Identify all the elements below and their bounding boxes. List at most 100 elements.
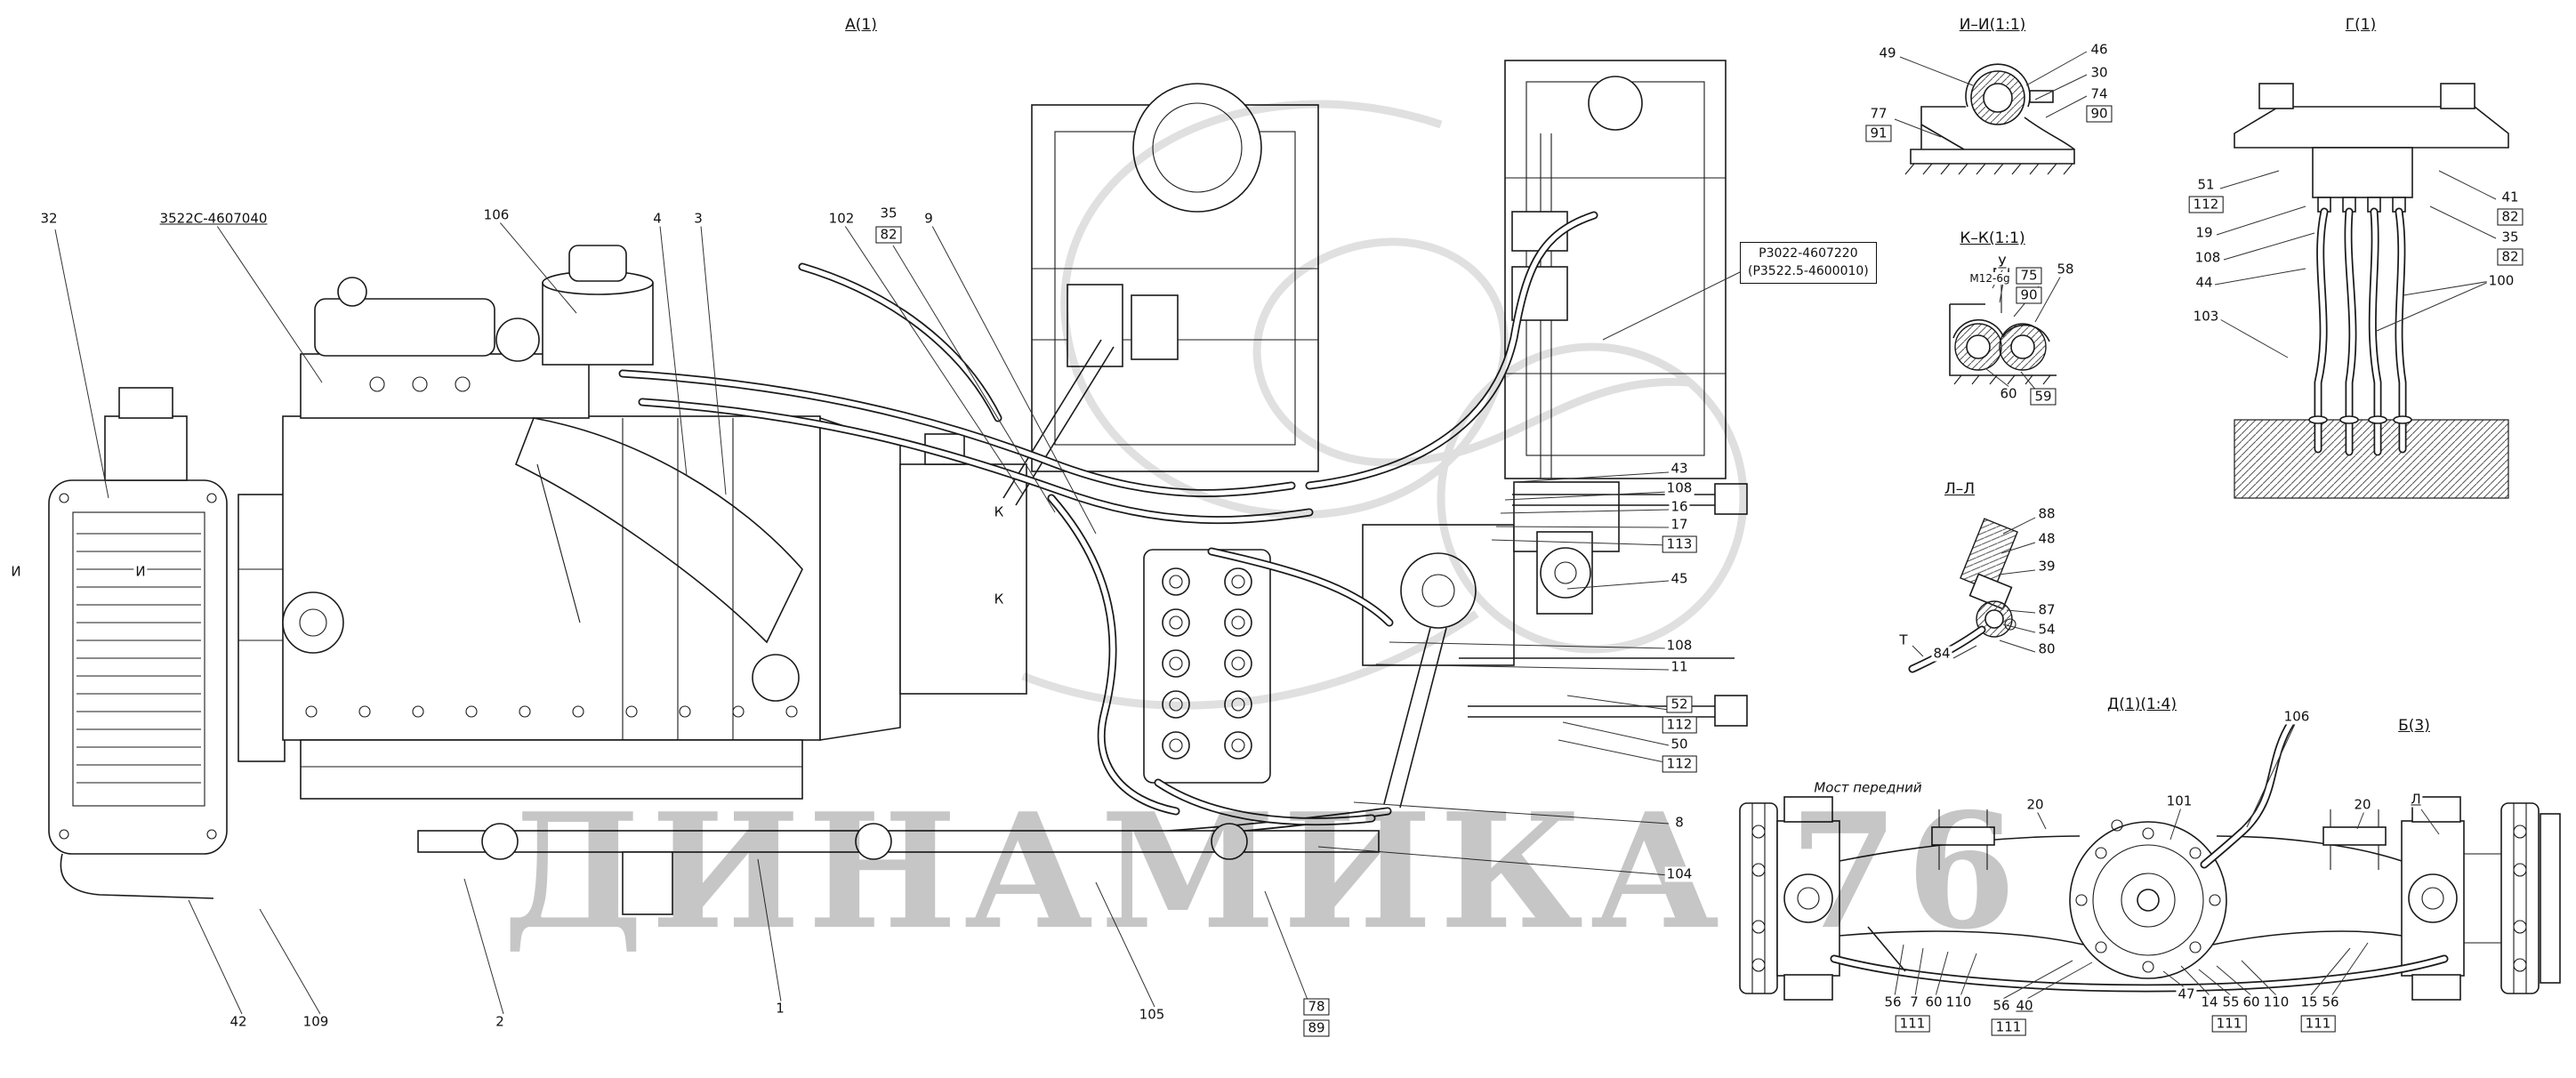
callout-87: 87 <box>2036 601 2057 618</box>
callout-84: 84 <box>1931 645 1952 662</box>
callout-90: 90 <box>2016 286 2042 304</box>
callout-2: 2 <box>494 1013 506 1030</box>
callout-47: 47 <box>2176 985 2197 1002</box>
callout-К: К <box>992 503 1006 520</box>
part-reference-box: Р3022-4607220 (Р3522.5-4600010) <box>1740 242 1877 285</box>
view-title-ll: Л–Л <box>1941 480 1978 498</box>
callout-111: 111 <box>2211 1015 2247 1033</box>
callout-4: 4 <box>651 210 664 227</box>
callout-101: 101 <box>2164 792 2194 809</box>
callout-74: 74 <box>2089 85 2110 102</box>
callout-20: 20 <box>2352 796 2373 813</box>
callout-106: 106 <box>2282 708 2312 725</box>
callout-100: 100 <box>2486 272 2516 289</box>
view-title-main: А(1) <box>842 16 880 34</box>
callout-40: 40 <box>2014 997 2035 1014</box>
callout-112: 112 <box>2188 196 2224 213</box>
callout-88: 88 <box>2036 505 2057 522</box>
callout-104: 104 <box>1664 865 1695 882</box>
callout-41: 41 <box>2500 189 2521 205</box>
callout-1: 1 <box>774 1000 786 1017</box>
callout-106: 106 <box>481 206 511 223</box>
callout-32: 32 <box>38 210 60 227</box>
callout-45: 45 <box>1669 570 1690 587</box>
callout-7: 7 <box>1908 994 1920 1010</box>
callout-50: 50 <box>1669 736 1690 752</box>
callout-102: 102 <box>826 210 857 227</box>
callout-82: 82 <box>2497 208 2524 226</box>
callout-48: 48 <box>2036 530 2057 547</box>
callout-82: 82 <box>2497 248 2524 266</box>
callout-108: 108 <box>1664 479 1695 496</box>
callout-16: 16 <box>1669 498 1690 515</box>
callout-112: 112 <box>1662 755 1697 773</box>
main-assembly-view <box>48 60 1748 915</box>
callout-42: 42 <box>228 1013 249 1030</box>
callout-112: 112 <box>1662 716 1697 734</box>
callout-9: 9 <box>922 210 935 227</box>
view-title-g: Г(1) <box>2342 16 2379 34</box>
callout-56: 56 <box>2320 994 2341 1010</box>
callout-60: 60 <box>2241 994 2262 1010</box>
callout-52: 52 <box>1666 696 1693 713</box>
callout-103: 103 <box>2191 308 2221 325</box>
callout-55: 55 <box>2220 994 2242 1010</box>
callout-3: 3 <box>692 210 704 227</box>
callout-60: 60 <box>1923 994 1944 1010</box>
callout-105: 105 <box>1137 1006 1167 1023</box>
watermark-swirl <box>1021 100 1748 710</box>
callout-54: 54 <box>2036 621 2057 638</box>
callout-51: 51 <box>2195 176 2217 193</box>
front-axle-view <box>1739 718 2561 1001</box>
callout-80: 80 <box>2036 640 2057 657</box>
callout-110: 110 <box>2261 994 2291 1010</box>
callout-19: 19 <box>2194 224 2215 241</box>
callout-113: 113 <box>1662 535 1697 553</box>
detail-i-i <box>1894 51 2088 175</box>
callout-Т: Т <box>1897 632 1910 648</box>
part-reference-line1: Р3022-4607220 <box>1759 246 1858 261</box>
callout-89: 89 <box>1303 1019 1330 1037</box>
callout-82: 82 <box>875 226 902 244</box>
callout-78: 78 <box>1303 998 1330 1016</box>
callout-39: 39 <box>2036 558 2057 575</box>
callout-14: 14 <box>2199 994 2220 1010</box>
detail-g <box>2214 83 2509 499</box>
callout-И: И <box>133 563 148 580</box>
callout-И: И <box>9 563 23 580</box>
view-title-kk: К–К(1:1) <box>1957 229 2028 247</box>
callout-90: 90 <box>2086 105 2113 123</box>
view-title-d: Д(1)(1:4) <box>2105 696 2179 713</box>
callout-11: 11 <box>1669 658 1690 675</box>
leader-lines-main <box>54 221 1743 1015</box>
callout-56: 56 <box>1882 994 1904 1010</box>
callout-58: 58 <box>2055 261 2076 278</box>
callout-30: 30 <box>2089 64 2110 81</box>
callout-111: 111 <box>1991 1018 2026 1036</box>
part-number-label: 3522С-4607040 <box>157 210 270 227</box>
callout-35: 35 <box>2500 229 2521 245</box>
part-reference-line2: (Р3522.5-4600010) <box>1748 263 1869 278</box>
callout-20: 20 <box>2025 796 2046 813</box>
callout-К: К <box>992 591 1006 607</box>
callout-44: 44 <box>2194 274 2215 291</box>
callout-111: 111 <box>2300 1015 2336 1033</box>
callout-8: 8 <box>1673 814 1686 831</box>
callout-108: 108 <box>2193 249 2223 266</box>
callout-59: 59 <box>2030 388 2057 406</box>
callout-У: У <box>1996 253 2008 270</box>
callout-109: 109 <box>301 1013 331 1030</box>
watermark-text: ДИНАМИКА 76 <box>503 778 2023 964</box>
callout-56: 56 <box>1991 997 2012 1014</box>
callout-110: 110 <box>1944 994 1974 1010</box>
callout-15: 15 <box>2298 994 2320 1010</box>
callout-17: 17 <box>1669 516 1690 533</box>
callout-60: 60 <box>1998 385 2019 402</box>
callout-Л: Л <box>2409 791 2423 808</box>
callout-75: 75 <box>2016 267 2042 285</box>
view-title-b: Б(3) <box>2395 717 2433 735</box>
callout-77: 77 <box>1868 105 1889 122</box>
